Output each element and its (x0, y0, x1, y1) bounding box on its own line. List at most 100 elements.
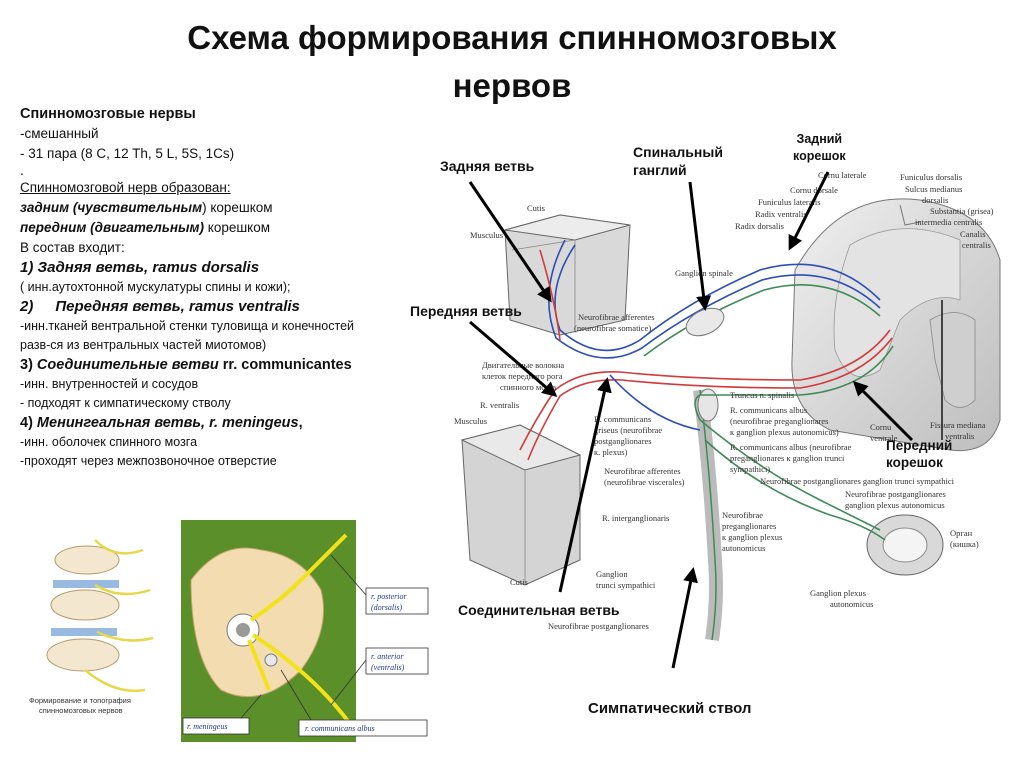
label-nf-aff-vis-2: (neurofibrae viscerales) (604, 477, 685, 487)
callout-posterior-branch: Задняя ветвь (440, 158, 535, 174)
text-posterior-root: задним (чувствительным) корешком (20, 198, 430, 218)
label-nf-aff-vis-1: Neurofibrae afferentes (604, 466, 681, 476)
text-anterior-root: передним (двигательным) корешком (20, 218, 430, 238)
label-cornu-ventrale-1: Cornu (870, 422, 892, 432)
label-organ-2: (кишка) (950, 539, 979, 549)
text-item-3-b: Соединительные ветви (36, 357, 219, 373)
text-formed-by: Спинномозговой нерв образован: (20, 178, 430, 198)
label-ganglion-trunci-1: Ganglion (596, 569, 628, 579)
text-item-4-a: 4) (20, 415, 37, 431)
callout-posterior-root-2: корешок (793, 149, 846, 163)
inset-label-r-anterior-2: (ventralis) (371, 663, 405, 672)
text-item-2-label: Передняя ветвь, ramus ventralis (55, 298, 300, 315)
label-r-comm-albus-1: R. communicans albus (730, 405, 807, 415)
text-item-3: 3) Соединительные ветви rr. communicante… (20, 355, 430, 375)
label-nf-post-trunci: Neurofibrae postganglionares ganglion tr… (760, 476, 955, 486)
inset-vertebra-sketch: Формирование и топография спинномозговых… (29, 539, 154, 715)
spinal-cord-segment (791, 198, 1001, 452)
description-text: Спинномозговые нервы -смешанный - 31 пар… (20, 104, 430, 471)
label-cutis-top: Cutis (527, 203, 545, 213)
text-item-2-num: 2) (20, 298, 34, 315)
callout-spinal-ganglion-2: ганглий (633, 162, 687, 178)
arrow-spinal-ganglion (688, 181, 712, 311)
nerve-fibres (519, 239, 894, 541)
label-ganglion-plexus-1: Ganglion plexus (810, 588, 866, 598)
arrow-sympathetic-trunk (671, 567, 698, 669)
arrow-anterior-root (852, 380, 914, 442)
text-item-3-note-1: -инн. внутренностей и сосудов (20, 377, 199, 391)
callout-sympathetic-trunk: Симпатический ствол (588, 700, 752, 717)
label-sulcus-medianus: Sulcus medianus (905, 184, 962, 194)
callout-anterior-root-1: Передний (886, 438, 953, 453)
label-r-comm-albus-b3: sympathici) (730, 464, 770, 474)
label-cornu-laterale: Cornu laterale (818, 170, 867, 180)
label-cutis-bottom: Cutis (510, 577, 528, 587)
label-dvig-2: клеток переднего рога (482, 371, 563, 381)
page-title: Схема формирования спинномозговых нервов (0, 14, 1024, 110)
arrow-posterior-branch (468, 181, 552, 303)
text-item-4-d: , (298, 415, 303, 431)
inset-caption-2: спинномозговых нервов (39, 706, 123, 715)
text-line-mixed: -смешанный (20, 126, 99, 141)
label-funiculus-dorsalis: Funiculus dorsalis (900, 172, 962, 182)
text-line-pairs: - 31 пара (8 C, 12 Th, 5 L, 5S, 1Cs) (20, 146, 235, 161)
label-fissura-2: ventralis (945, 431, 974, 441)
label-r-comm-albus-3: к ganglion plexus autonomicus) (730, 427, 839, 437)
label-neurofibrae-somatice: (neurofibrae somatice) (574, 323, 651, 333)
label-intermedia-centralis: intermedia centralis (915, 217, 982, 227)
callout-posterior-root-1: Задний (796, 132, 843, 146)
label-dorsalis: dorsalis (922, 195, 948, 205)
inset-label-r-posterior-1: r. posterior (371, 592, 407, 601)
text-posterior-root-em: задним (чувствительным (20, 200, 203, 215)
label-dvig-1: Двигательные волокна (482, 360, 564, 370)
label-nf-pre-4: autonomicus (722, 543, 765, 553)
text-formed-by-label: Спинномозговой нерв образован: (20, 180, 231, 195)
text-item-1-note: ( инн.аутохтонной мускулатуры спины и ко… (20, 280, 291, 294)
label-r-comm-griseus-3: postganglionares (594, 436, 652, 446)
text-item-2-note-2: разв-ся из вентральных частей миотомов) (20, 338, 267, 352)
label-r-comm-griseus-1: R. communicans (594, 414, 651, 424)
label-centralis: centralis (962, 240, 991, 250)
text-item-2-note-1: -инн.тканей вентральной стенки туловища … (20, 319, 355, 333)
label-radix-ventralis: Radix ventralis (755, 209, 807, 219)
label-funiculus-lateralis: Funiculus lateralis (758, 197, 821, 207)
sympathetic-trunk-drawing (693, 388, 723, 642)
arrow-connecting-branch (558, 377, 612, 593)
title-line-1: Схема формирования спинномозговых (187, 19, 837, 56)
label-ganglion-spinale: Ganglion spinale (675, 268, 733, 278)
label-dvig-3: спинного мозга (500, 382, 556, 392)
label-cornu-dorsale: Cornu dorsale (790, 185, 838, 195)
inset-label-r-anterior-1: r. anterior (371, 652, 404, 661)
label-musculus-top: Musculus (470, 230, 503, 240)
label-cornu-ventrale-2: ventrale (870, 433, 898, 443)
text-item-4: 4) Менингеальная ветвь, r. meningeus, (20, 413, 430, 433)
text-item-3-c: rr. communicantes (218, 357, 352, 373)
callout-spinal-ganglion: Спинальный ганглий (633, 143, 723, 179)
diagram-labels: Cutis Musculus Cornu laterale Cornu dors… (454, 170, 994, 631)
text-heading: Спинномозговые нервы (20, 106, 196, 122)
label-nf-post-bottom: Neurofibrae postganglionares (548, 621, 649, 631)
label-musculus-bottom: Musculus (454, 416, 487, 426)
label-r-comm-albus-b1: R. communicans albus (neurofibrae (730, 442, 852, 452)
text-item-4-c: r. meningeus (209, 415, 299, 431)
text-composition: В состав входит: (20, 240, 125, 255)
dorsal-tissue-block (504, 214, 631, 336)
label-r-comm-albus-2: (neurofibrae preganglionares (730, 416, 828, 426)
text-item-4-note-2: -проходят через межпозвоночное отверстие (20, 454, 277, 468)
label-nf-pre-2: preganglionares (722, 521, 776, 531)
callout-spinal-ganglion-1: Спинальный (633, 144, 723, 160)
inset-caption-1: Формирование и топография (29, 696, 131, 705)
label-nf-post-plexus-2: ganglion plexus autonomicus (845, 500, 945, 510)
text-item-1: 1) Задняя ветвь, ramus dorsalis (20, 259, 260, 276)
label-r-comm-griseus-2: griseus (neurofibrae (594, 425, 662, 435)
text-item-4-b: Менингеальная ветвь, (36, 415, 210, 431)
text-dot: . (20, 163, 24, 178)
label-ganglion-trunci-2: trunci sympathici (596, 580, 656, 590)
inset-label-r-comm-albus: r. communicans albus (305, 724, 375, 733)
callout-posterior-root: Задний корешок (793, 131, 846, 165)
arrow-posterior-root (788, 171, 830, 251)
label-canalis: Canalis (960, 229, 986, 239)
label-r-comm-albus-b2: preganglionares к ganglion trunci (730, 453, 845, 463)
text-item-3-note-2: - подходят к симпатическому стволу (20, 396, 231, 410)
